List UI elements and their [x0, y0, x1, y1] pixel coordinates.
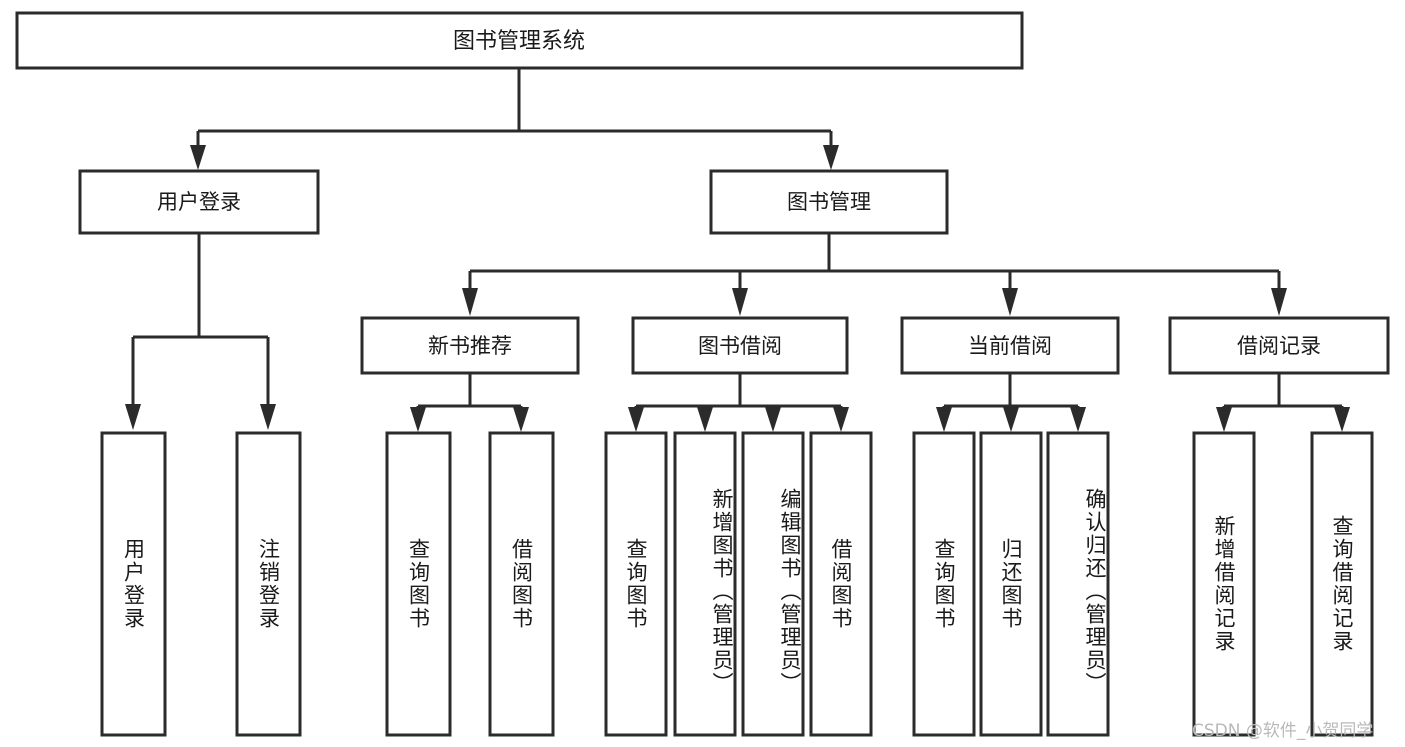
arrow-head-icon	[697, 407, 713, 432]
arrow-head-icon	[936, 407, 952, 432]
connector-book-borrow-to-leaves	[628, 373, 849, 432]
arrow-head-icon	[1003, 407, 1019, 432]
leaf-box-current-borrow-2[interactable]	[1046, 431, 1110, 737]
leaf-box-current-borrow-1[interactable]	[979, 431, 1043, 737]
node-new-book-recommend-box	[360, 316, 580, 375]
connector-borrow-record-to-leaves	[1216, 373, 1350, 432]
leaf-box-borrow-record-1[interactable]	[1310, 431, 1374, 737]
node-new-book-recommend[interactable]: 新书推荐	[360, 316, 580, 375]
arrow-head-icon	[823, 145, 839, 170]
node-book-management-label: 图书管理	[787, 190, 871, 214]
leaf-box-borrow-record-0[interactable]	[1192, 431, 1256, 737]
leaf-box-book-borrow-3[interactable]	[809, 431, 873, 737]
leaf-box-book-borrow-0[interactable]	[604, 431, 668, 737]
arrow-head-icon	[462, 288, 478, 316]
arrow-head-icon	[1334, 407, 1350, 432]
arrow-head-icon	[1216, 407, 1232, 432]
node-root-system-box	[15, 11, 1024, 70]
arrow-head-icon	[1002, 288, 1018, 316]
node-borrow-record[interactable]: 借阅记录	[1168, 316, 1390, 375]
arrow-head-icon	[125, 404, 141, 430]
node-new-book-recommend-label: 新书推荐	[428, 334, 512, 358]
node-current-borrow[interactable]: 当前借阅	[900, 316, 1120, 375]
leaf-box-user-login-0[interactable]	[100, 431, 167, 737]
arrow-head-icon	[732, 288, 748, 316]
node-current-borrow-label: 当前借阅	[968, 334, 1052, 358]
node-book-borrow[interactable]: 图书借阅	[631, 316, 849, 375]
node-book-management[interactable]: 图书管理	[709, 169, 949, 235]
arrow-head-icon	[260, 404, 276, 430]
connector-book-management-to-level2	[462, 233, 1287, 316]
arrow-head-icon	[628, 407, 644, 432]
arrow-head-icon	[765, 407, 781, 432]
arrow-head-icon	[513, 407, 529, 432]
connector-new-book-recommend-to-leaves	[410, 373, 529, 432]
arrow-head-icon	[190, 145, 206, 170]
connector-root-to-level1	[190, 68, 839, 170]
node-user-login-label: 用户登录	[157, 190, 241, 214]
arrow-head-icon	[833, 407, 849, 432]
node-book-borrow-label: 图书借阅	[698, 334, 782, 358]
node-root-system[interactable]: 图书管理系统	[15, 11, 1024, 70]
connector-user-login-to-leaves	[125, 233, 276, 430]
csdn-watermark: CSDN @软件_小贺同学	[1192, 721, 1374, 741]
arrow-head-icon	[1070, 407, 1086, 432]
leaf-box-new-book-recommend-0[interactable]	[385, 431, 452, 737]
node-borrow-record-label: 借阅记录	[1237, 334, 1321, 358]
connector-current-borrow-to-leaves	[936, 373, 1086, 432]
leaf-box-current-borrow-0[interactable]	[912, 431, 976, 737]
leaf-box-new-book-recommend-1[interactable]	[488, 431, 555, 737]
node-user-login-box	[78, 169, 320, 235]
leaf-box-user-login-1[interactable]	[235, 431, 302, 737]
arrow-head-icon	[410, 407, 426, 432]
leaf-box-book-borrow-1[interactable]	[673, 431, 737, 737]
leaf-box-book-borrow-2[interactable]	[741, 431, 805, 737]
node-root-system-label: 图书管理系统	[453, 29, 585, 54]
node-current-borrow-box	[900, 316, 1120, 375]
node-user-login[interactable]: 用户登录	[78, 169, 320, 235]
arrow-head-icon	[1271, 288, 1287, 316]
